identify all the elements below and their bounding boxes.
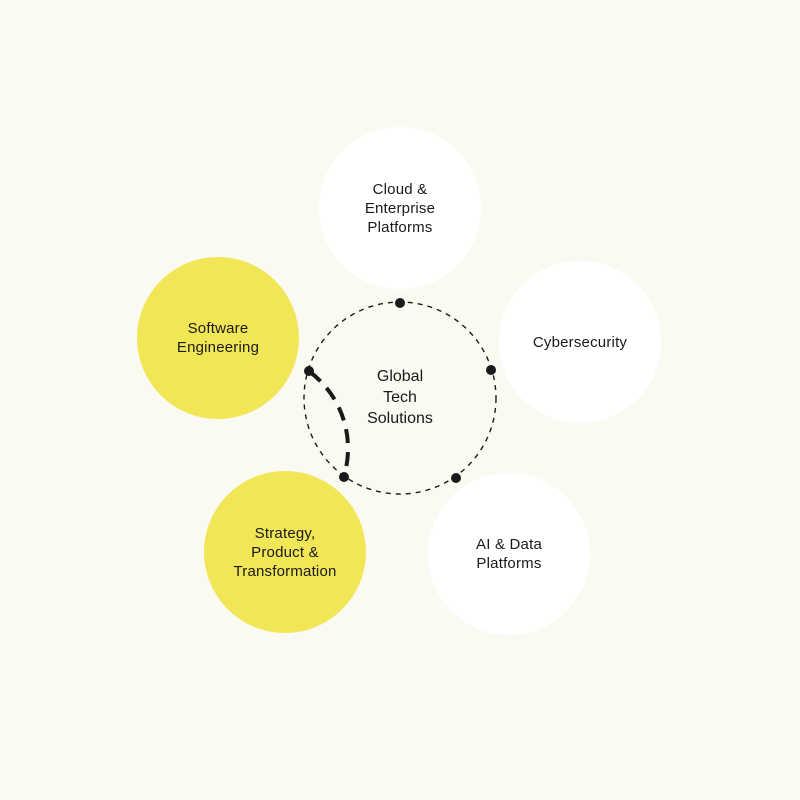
node-label: Cloud & Enterprise Platforms — [364, 180, 436, 236]
ring-dot-cloud — [395, 298, 405, 308]
ring-dot-ai-data — [451, 473, 461, 483]
node-cybersecurity[interactable]: Cybersecurity — [499, 261, 661, 423]
node-label: Software Engineering — [176, 320, 260, 356]
node-strategy-product-transformation[interactable]: Strategy, Product & Transformation — [204, 471, 366, 633]
ring-dot-software — [304, 366, 314, 376]
ring-dot-strategy — [339, 472, 349, 482]
highlight-arc — [308, 370, 350, 477]
node-cloud-enterprise-platforms[interactable]: Cloud & Enterprise Platforms — [319, 127, 481, 289]
ring-dot-cybersecurity — [486, 365, 496, 375]
node-software-engineering[interactable]: Software Engineering — [137, 257, 299, 419]
node-ai-data-platforms[interactable]: AI & Data Platforms — [428, 473, 590, 635]
node-label: AI & Data Platforms — [476, 536, 542, 572]
center-label: Global Tech Solutions — [367, 368, 433, 427]
node-label: Strategy, Product & Transformation — [233, 524, 337, 580]
node-label: Cybersecurity — [532, 333, 628, 351]
